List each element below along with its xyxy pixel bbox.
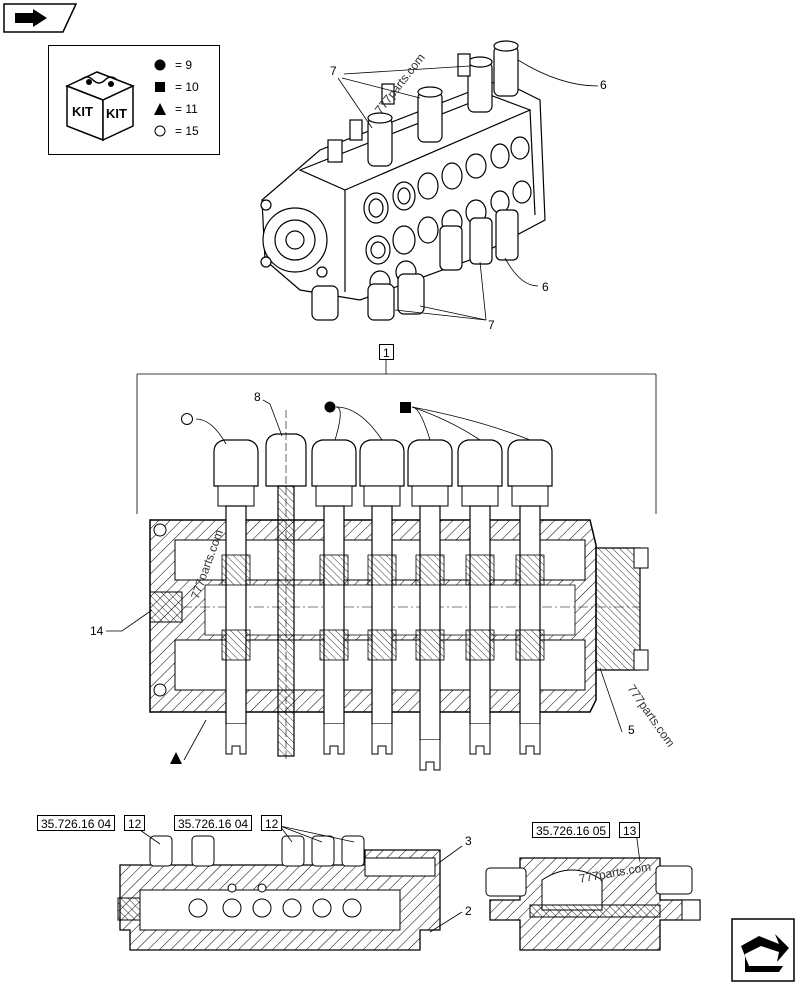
spool-3 <box>311 439 357 755</box>
callout-12-a: 12 <box>124 815 146 831</box>
reference-link-a[interactable]: 35.726.16 04 <box>37 815 116 831</box>
legend-item-triangle: = 11 <box>153 100 217 118</box>
back-nav-tab[interactable] <box>3 3 77 33</box>
reference-link-c[interactable]: 35.726.16 05 <box>532 822 611 838</box>
bottom-left-section <box>117 835 441 951</box>
legend-item-square: = 10 <box>153 78 217 96</box>
callout-13: 13 <box>619 822 641 838</box>
legend-item-open-circle: = 15 <box>153 122 217 140</box>
reference-link-b[interactable]: 35.726.16 04 <box>174 815 253 831</box>
spool-2 <box>265 410 307 760</box>
spool-4 <box>359 439 405 755</box>
callout-8: 8 <box>254 390 261 404</box>
bottom-right-section <box>485 857 701 951</box>
filled-circle-icon <box>154 59 166 71</box>
spool-7 <box>507 439 553 755</box>
callout-7-bottom: 7 <box>488 318 495 332</box>
spool-6 <box>457 439 503 755</box>
callout-6-top: 6 <box>600 78 607 92</box>
section-view <box>149 519 649 713</box>
next-page-button[interactable] <box>731 918 795 982</box>
filled-square-icon <box>155 82 165 92</box>
filled-square-marker <box>400 402 411 413</box>
section-leaders <box>106 399 623 761</box>
kit-label-right: KIT <box>106 106 127 121</box>
forward-arrow-icon <box>731 918 795 982</box>
callout-6-bottom: 6 <box>542 280 549 294</box>
kit-legend: KIT KIT = 9 = 10 = 11 = 15 <box>48 45 220 155</box>
isometric-valve-view <box>260 40 546 321</box>
open-circle-marker <box>181 413 193 425</box>
legend-value: = 15 <box>175 124 199 138</box>
callout-2: 2 <box>465 904 472 918</box>
open-circle-icon <box>154 125 166 137</box>
back-arrow-icon <box>3 3 77 33</box>
legend-item-circle: = 9 <box>153 56 217 74</box>
spool-5 <box>407 439 453 771</box>
filled-triangle-marker <box>170 752 182 764</box>
callout-12-b: 12 <box>261 815 283 831</box>
filled-triangle-icon <box>154 103 166 115</box>
kit-box-icon: KIT KIT <box>65 71 135 142</box>
bottom-left-leaders <box>139 825 463 933</box>
callout-14: 14 <box>90 624 104 638</box>
legend-value: = 9 <box>175 58 193 72</box>
filled-circle-marker <box>324 401 336 413</box>
callout-1: 1 <box>379 344 394 360</box>
kit-label-left: KIT <box>72 104 93 119</box>
spool-1 <box>213 439 259 755</box>
callout-5: 5 <box>628 723 635 737</box>
spool-group <box>213 410 553 771</box>
legend-value: = 10 <box>175 80 199 94</box>
iso-leaders <box>337 59 599 321</box>
section-bracket <box>136 360 657 514</box>
legend-value: = 11 <box>175 102 198 116</box>
callout-7-top: 7 <box>330 64 337 78</box>
callout-3: 3 <box>465 834 472 848</box>
